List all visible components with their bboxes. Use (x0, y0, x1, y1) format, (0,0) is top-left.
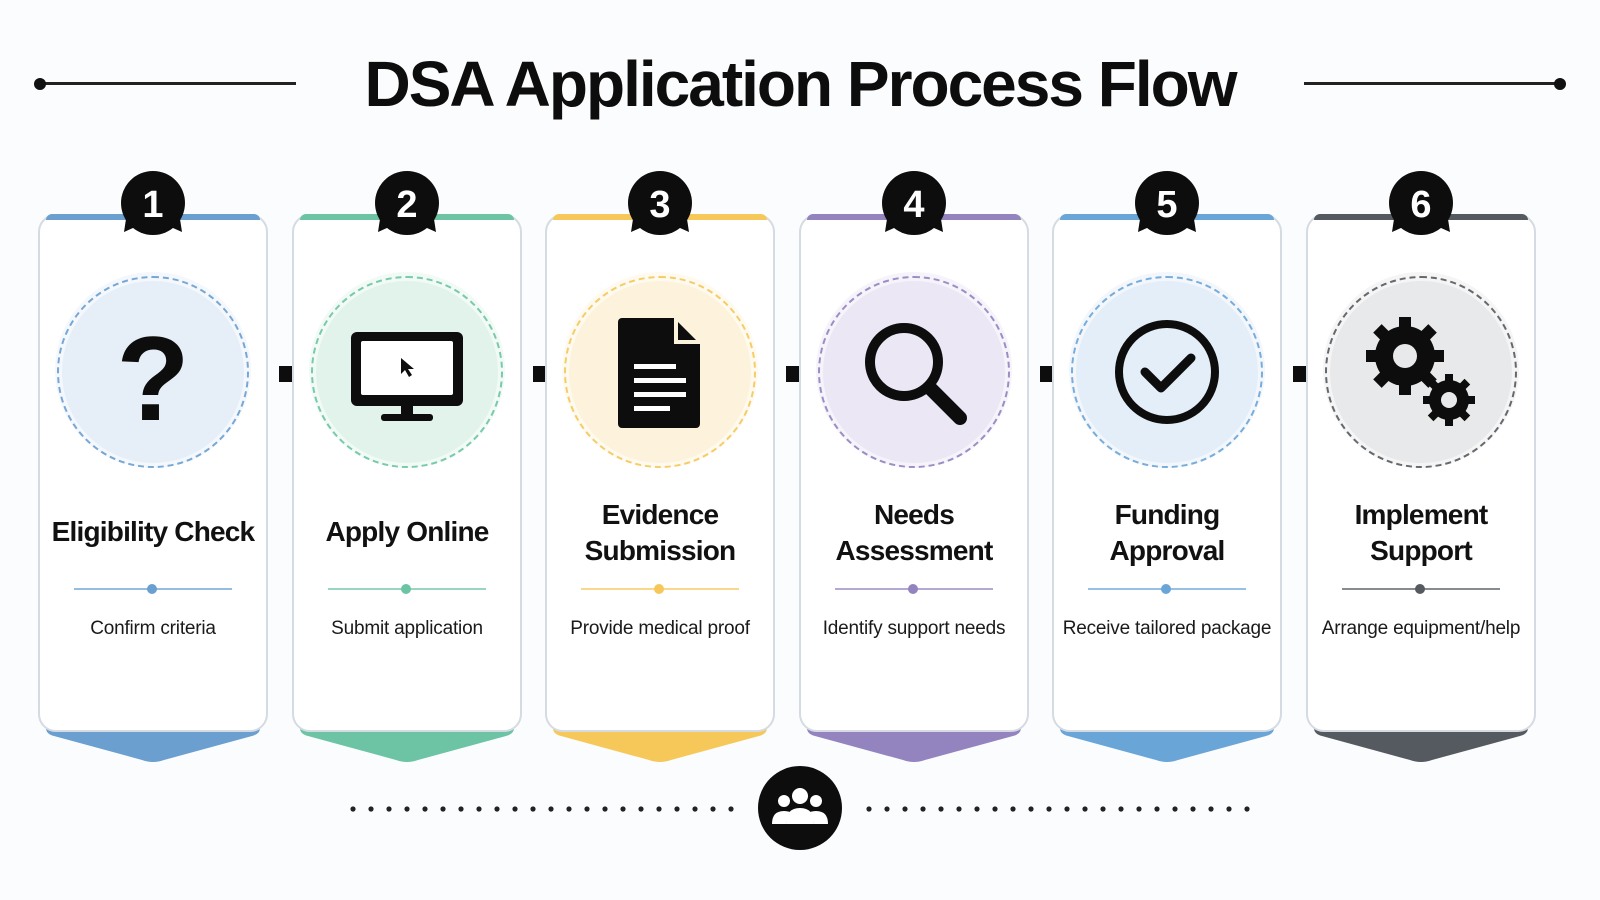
icon-dashed-ring (1325, 276, 1517, 468)
title-rule-dot-right (1554, 77, 1566, 90)
title-row: DSA Application Process Flow (0, 44, 1600, 124)
footer-row (0, 762, 1600, 862)
step-number: 5 (1156, 184, 1177, 226)
step-number-badge: 3 (628, 171, 692, 235)
icon-disc (1076, 281, 1258, 463)
step-number: 2 (396, 184, 417, 226)
step-number: 1 (142, 184, 163, 226)
step-title-line: Submission (584, 535, 737, 566)
step-title-line: Support (1370, 535, 1473, 566)
icon-disc (62, 281, 244, 463)
step-title-line: Assessment (835, 535, 994, 566)
icon-disc (823, 281, 1005, 463)
step-description: Provide medical proof (570, 618, 750, 639)
step-description: Arrange equipment/help (1321, 618, 1521, 639)
svg-text:?: ? (116, 312, 189, 436)
step-number: 3 (649, 184, 670, 226)
step-number-badge: 4 (882, 171, 946, 235)
step-title-line: Apply Online (325, 516, 489, 547)
card-divider-dot (147, 584, 157, 594)
step-number: 4 (903, 184, 924, 226)
step-description: Receive tailored package (1062, 618, 1272, 639)
step-number-badge: 6 (1389, 171, 1453, 235)
checkmark-circle-icon (1115, 320, 1219, 424)
step-title-line: Implement (1354, 499, 1489, 530)
people-group-icon (758, 766, 842, 850)
icon-dashed-ring (818, 276, 1010, 468)
dotted-line-left (350, 806, 734, 812)
icon-dashed-ring (57, 276, 249, 468)
icon-dashed-ring (311, 276, 503, 468)
step-description: Submit application (331, 618, 483, 639)
dotted-line-right (866, 806, 1250, 812)
step-number-badge: 5 (1135, 171, 1199, 235)
step-number-badge: 1 (121, 171, 185, 235)
step-description: Identify support needs (822, 618, 1006, 639)
computer-monitor-icon (351, 332, 463, 421)
question-mark-icon: ? (116, 312, 189, 436)
step-title-line: Eligibility Check (51, 516, 255, 547)
step-description: Confirm criteria (90, 618, 216, 639)
step-number: 6 (1410, 184, 1431, 226)
step-number-badge: 2 (375, 171, 439, 235)
card-divider-dot (654, 584, 664, 594)
card-divider-dot (1415, 584, 1425, 594)
gears-icon (1366, 317, 1475, 426)
step-title-line: Evidence (601, 499, 719, 530)
step-title: Apply Online (292, 514, 522, 550)
title-rule-left (40, 82, 296, 85)
step-title-line: Approval (1109, 535, 1226, 566)
step-title-line: Needs (873, 499, 955, 530)
card-divider-dot (908, 584, 918, 594)
step-title-line: Funding (1114, 499, 1221, 530)
card-divider-dot (401, 584, 411, 594)
document-icon (618, 318, 700, 428)
magnifier-icon (865, 323, 967, 425)
card-divider-dot (1161, 584, 1171, 594)
icon-dashed-ring (564, 276, 756, 468)
title-rule-right (1304, 82, 1560, 85)
step-title: Eligibility Check (38, 514, 268, 550)
page-title: DSA Application Process Flow (364, 48, 1238, 120)
icon-dashed-ring (1071, 276, 1263, 468)
title-rule-dot-left (34, 77, 46, 90)
